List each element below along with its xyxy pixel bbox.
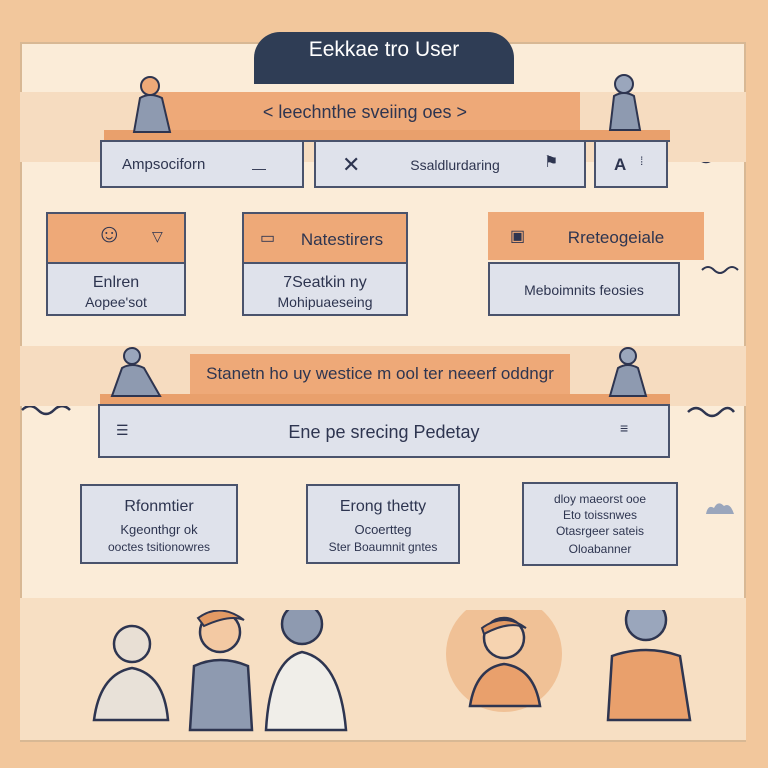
wave-decoration-left-2 xyxy=(21,404,71,416)
row1-cell-2: ✕ Ssaldlurdaring ⚑ xyxy=(314,140,586,188)
page-title: Eekkae tro User xyxy=(254,32,514,84)
row1-cell-3: A ⁞ xyxy=(594,140,668,188)
flag-icon: ⚑ xyxy=(544,154,559,171)
lines-icon: ≡ xyxy=(620,420,629,436)
row4-card-1: Rfonmtier Kgeonthgr ok ooctes tsitionowr… xyxy=(80,484,238,564)
row2-card-3-body: Meboimnits feosies xyxy=(488,262,680,316)
row1-cell-1: Ampsociforn — xyxy=(100,140,304,188)
menu-icon: ☰ xyxy=(116,422,129,438)
folder-icon: ▭ xyxy=(260,230,276,247)
wave-decoration-right-2 xyxy=(687,406,735,418)
person-figure-icon xyxy=(110,347,162,397)
row3-strip: ☰ Ene pe srecing Pedetay ≡ xyxy=(98,404,670,458)
wave-decoration-right-4 xyxy=(701,266,739,274)
close-icon: ✕ xyxy=(342,152,361,177)
triangle-icon: ▽ xyxy=(152,228,163,244)
dash-icon: — xyxy=(252,160,266,176)
robot-icon: ☺ xyxy=(96,218,123,248)
people-illustration xyxy=(92,610,692,732)
row2-card-1: ☺ ▽ Enlren Aopee'sot xyxy=(46,212,186,316)
cloud-icon xyxy=(706,503,734,514)
row2-card-3: ▣ Rreteogeiale Meboimnits feosies xyxy=(488,212,704,316)
row1-banner: < leechnthe sveiing oes > xyxy=(150,92,580,132)
person-figure-icon xyxy=(608,347,648,397)
row4-card-3: dloy maeorst ooe Eto toissnwes Otasrgeer… xyxy=(522,482,678,566)
dots-icon: ⁞ xyxy=(640,154,644,168)
row2-card-2: ▭ Natestirers 7Seatkin ny Mohipuaeseing xyxy=(242,212,408,316)
row3-banner: Stanetn ho uy westice m ool ter neeerf o… xyxy=(190,354,570,394)
row4-card-2: Erong thetty Ocoertteg Ster Boaumnit gnt… xyxy=(306,484,460,564)
person-figure-icon xyxy=(608,74,642,131)
person-figure-icon xyxy=(132,76,172,133)
image-icon: ▣ xyxy=(510,228,526,245)
